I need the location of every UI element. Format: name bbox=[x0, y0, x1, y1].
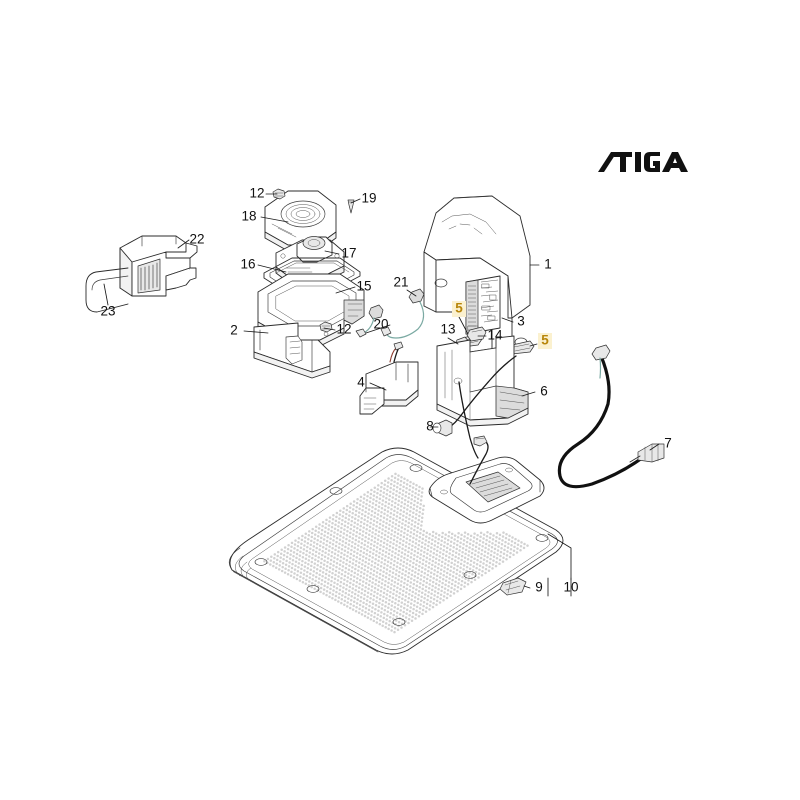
part-22-wall-bracket bbox=[119, 235, 198, 297]
callout-number: 6 bbox=[540, 384, 548, 399]
callout-14-rubber-plug: 14 bbox=[487, 328, 503, 343]
callout-21-long-wire-harness: 21 bbox=[393, 275, 408, 290]
callout-number: 18 bbox=[241, 209, 256, 224]
callout-number: 5 bbox=[541, 333, 549, 348]
callout-18-top-cap-cover: 18 bbox=[241, 209, 256, 224]
callout-13-grommet: 13 bbox=[440, 322, 455, 337]
part-3-circuit-board bbox=[465, 275, 501, 335]
callout-12-hex-nut: 12 bbox=[249, 186, 264, 201]
part-7-connector-body bbox=[629, 443, 665, 463]
part-21-long-wire bbox=[380, 288, 425, 339]
callout-23-wire-clip-u: 23 bbox=[100, 304, 115, 319]
callout-number: 17 bbox=[341, 246, 356, 261]
part-6-lower-housing bbox=[436, 335, 529, 427]
callout-number: 8 bbox=[426, 419, 434, 434]
callout-number: 12 bbox=[249, 186, 264, 201]
part-2-front-trim-panel bbox=[253, 322, 331, 379]
callout-number: 20 bbox=[373, 317, 388, 332]
callout-number: 12 bbox=[336, 322, 351, 337]
stiga-logo-mark bbox=[598, 152, 688, 172]
callout-number: 23 bbox=[100, 304, 115, 319]
base-plate-perforation bbox=[263, 472, 529, 634]
callout-5-clip-small: 5 bbox=[452, 301, 466, 317]
callout-2-front-trim-panel: 2 bbox=[230, 323, 238, 338]
callout-19-screw: 19 bbox=[361, 191, 376, 206]
callout-4-mounting-wedge-bracket: 4 bbox=[357, 375, 365, 390]
callout-8-inline-connector: 8 bbox=[426, 419, 434, 434]
callout-3-circuit-board: 3 bbox=[517, 314, 525, 329]
callout-number: 3 bbox=[517, 314, 525, 329]
callout-12-hex-nut: 12 bbox=[336, 322, 351, 337]
part-9-retainer-clip bbox=[499, 577, 527, 596]
callout-number: 7 bbox=[664, 436, 672, 451]
callout-10-base-plate: 10 bbox=[563, 580, 578, 595]
callout-number: 16 bbox=[240, 257, 255, 272]
dock-module-assembly bbox=[428, 435, 545, 524]
callout-1-upper-cover-shell: 1 bbox=[544, 257, 552, 272]
callout-7-power-cable-connector: 7 bbox=[664, 436, 672, 451]
leader-lines bbox=[103, 193, 660, 597]
callout-6-lower-housing-base: 6 bbox=[540, 384, 548, 399]
callout-number: 2 bbox=[230, 323, 238, 338]
callout-number: 5 bbox=[455, 301, 463, 316]
callout-number: 13 bbox=[440, 322, 455, 337]
callout-highlight-box bbox=[452, 301, 466, 317]
part-12-hex-nut-top bbox=[272, 188, 286, 200]
part-23-wire-clip bbox=[85, 267, 129, 313]
part-14-rubber-plug bbox=[466, 326, 487, 342]
callout-number: 14 bbox=[487, 328, 503, 343]
callout-16-gasket-seal: 16 bbox=[240, 257, 255, 272]
part-8-inline-connector bbox=[432, 355, 517, 459]
callout-number: 10 bbox=[563, 580, 578, 595]
part-7-power-cable bbox=[557, 344, 665, 489]
callout-number: 15 bbox=[356, 279, 371, 294]
stiga-logo bbox=[598, 150, 688, 178]
callout-number: 19 bbox=[361, 191, 376, 206]
callout-5-clip-small: 5 bbox=[538, 333, 552, 349]
callout-highlight-box bbox=[538, 333, 552, 349]
callout-17-antenna-module: 17 bbox=[341, 246, 356, 261]
callout-15-sensor-housing: 15 bbox=[356, 279, 371, 294]
callout-number: 22 bbox=[189, 232, 204, 247]
part-20-short-wire bbox=[355, 304, 384, 338]
callout-22-wall-bracket: 22 bbox=[189, 232, 204, 247]
callout-9-retainer-clip: 9 bbox=[535, 580, 543, 595]
callout-number: 9 bbox=[535, 580, 543, 595]
callout-20-short-wire-harness: 20 bbox=[373, 317, 388, 332]
part-4-wire-stub bbox=[389, 341, 404, 363]
callout-number: 4 bbox=[357, 375, 365, 390]
callout-number: 21 bbox=[393, 275, 408, 290]
callout-number: 1 bbox=[544, 257, 552, 272]
part-4-mounting-wedge bbox=[359, 361, 419, 415]
